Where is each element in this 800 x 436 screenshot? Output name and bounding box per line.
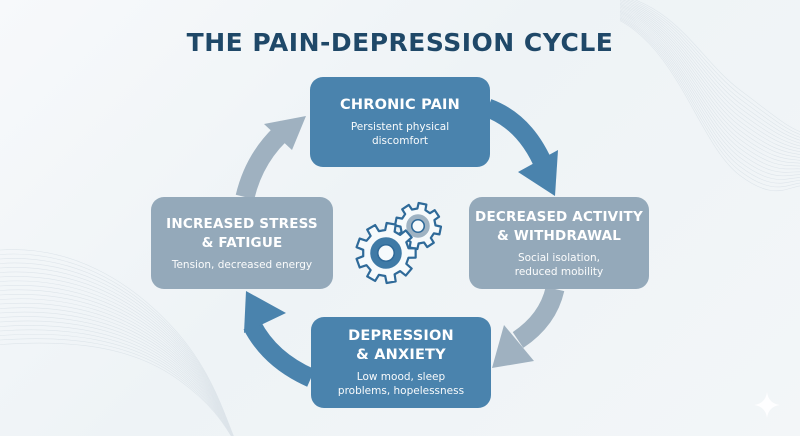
step-title: CHRONIC PAIN: [340, 97, 460, 113]
step-title: DEPRESSION& ANXIETY: [348, 328, 454, 363]
gears-icon: [355, 201, 443, 285]
page-title: THE PAIN-DEPRESSION CYCLE: [186, 28, 614, 57]
step-description: Tension, decreased energy: [171, 258, 313, 271]
arrow-stress-to-pain: [235, 116, 306, 200]
gear-hole: [410, 218, 426, 234]
large-gear-icon: [355, 221, 417, 285]
step-title: DECREASED ACTIVITY& WITHDRAWAL: [475, 208, 643, 244]
gear-body: [355, 221, 417, 285]
gear-hub: [406, 214, 430, 238]
gear-hub: [370, 237, 402, 269]
arrow-pain-to-activity: [484, 99, 558, 196]
step-title: INCREASED STRESS& FATIGUE: [166, 215, 318, 251]
step-stress-fatigue: INCREASED STRESS& FATIGUE Tension, decre…: [151, 197, 333, 289]
arrow-activity-to-depression: [492, 286, 565, 368]
step-decreased-activity: DECREASED ACTIVITY& WITHDRAWAL Social is…: [469, 197, 649, 289]
step-description: Social isolation,reduced mobility: [514, 251, 604, 278]
arrow-depression-to-stress: [243, 291, 315, 387]
sparkle-icon: [754, 392, 780, 418]
gear-hole: [376, 243, 396, 263]
